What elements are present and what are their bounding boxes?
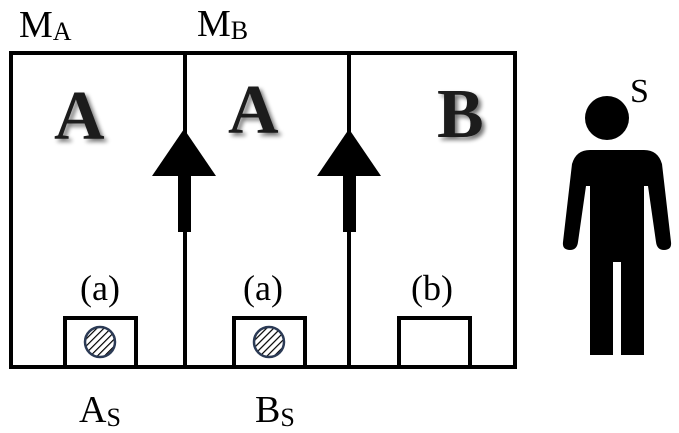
label-mb: MB: [197, 3, 248, 45]
sample-box: [63, 316, 138, 369]
compartment-letter: A: [228, 72, 279, 149]
label-bs: BS: [255, 389, 295, 432]
sample-box: [232, 316, 307, 369]
person-icon: [562, 96, 672, 355]
compartment-tag: (b): [411, 268, 453, 308]
label-ma: MA: [19, 4, 72, 46]
compartment-tag: (a): [80, 268, 120, 308]
compartment-letter: B: [437, 76, 484, 153]
compartment-tag: (a): [243, 268, 283, 308]
label-as: AS: [79, 389, 121, 432]
sample-box: [397, 316, 472, 369]
compartment-letter: A: [54, 78, 105, 155]
hatched-marker-icon: [252, 325, 286, 359]
hatched-marker-icon: [83, 325, 117, 359]
label-s: S: [630, 73, 649, 110]
arrow-up-icon: [152, 129, 216, 232]
arrow-up-icon: [317, 129, 381, 232]
